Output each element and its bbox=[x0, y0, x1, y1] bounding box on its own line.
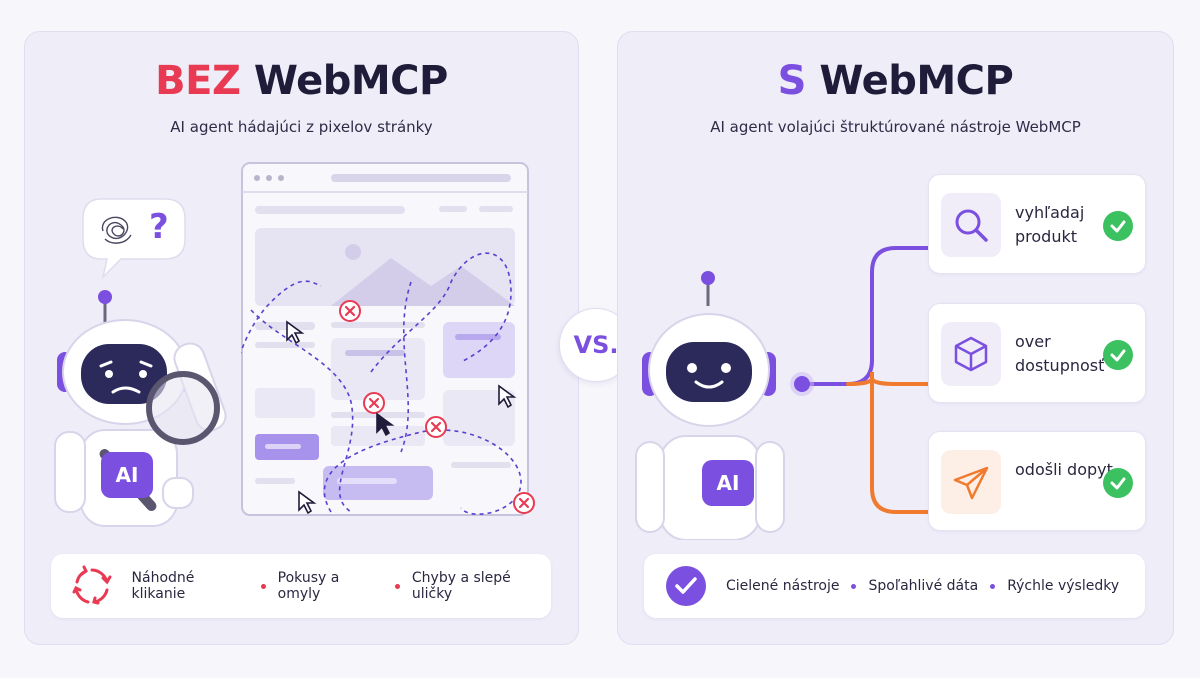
check-icon bbox=[1103, 340, 1133, 370]
error-x-icon bbox=[513, 492, 535, 514]
separator-dot bbox=[395, 583, 400, 589]
left-ai-badge: AI bbox=[101, 452, 153, 498]
mouse-cursor-icon bbox=[285, 320, 305, 346]
tool-card-search-product[interactable]: vyhľadaj produkt bbox=[928, 174, 1146, 274]
error-x-icon bbox=[363, 392, 385, 414]
left-title: BEZ WebMCP bbox=[25, 58, 578, 104]
separator-dot bbox=[990, 583, 996, 589]
footer-item-trial-error: Pokusy a omyly bbox=[277, 570, 340, 602]
with-webmcp-panel: S WebMCP AI agent volajúci štruktúrované… bbox=[617, 31, 1174, 645]
happy-robot: AI bbox=[634, 270, 814, 540]
question-mark-icon: ? bbox=[149, 207, 169, 247]
left-title-rest: WebMCP bbox=[240, 58, 448, 104]
confused-robot: AI bbox=[45, 282, 245, 542]
check-icon bbox=[1103, 211, 1133, 241]
footer-item-targeted-tools: Cielené nástroje bbox=[726, 578, 840, 594]
tool-connectors bbox=[788, 202, 938, 532]
browser-mockup bbox=[241, 162, 535, 518]
paper-plane-icon bbox=[941, 450, 1001, 514]
scribble-icon bbox=[95, 209, 139, 249]
thought-bubble: ? bbox=[81, 195, 193, 285]
mouse-cursor-icon bbox=[497, 384, 517, 410]
mouse-cursor-icon bbox=[375, 412, 395, 438]
tool-card-send-inquiry[interactable]: odošli dopyt bbox=[928, 431, 1146, 531]
right-ai-badge: AI bbox=[702, 460, 754, 506]
right-subtitle: AI agent volajúci štruktúrované nástroje… bbox=[710, 118, 1081, 136]
tool-label: vyhľadaj produkt bbox=[1015, 203, 1085, 246]
separator-dot bbox=[260, 583, 266, 589]
footer-item-fast-results: Rýchle výsledky bbox=[1007, 578, 1120, 594]
tool-card-check-availability[interactable]: over dostupnosť bbox=[928, 303, 1146, 403]
left-subtitle: AI agent hádajúci z pixelov stránky bbox=[170, 118, 433, 136]
left-title-highlight: BEZ bbox=[155, 58, 241, 104]
separator-dot bbox=[851, 583, 857, 589]
right-title-highlight: S bbox=[777, 58, 807, 104]
without-webmcp-panel: BEZ WebMCP AI agent hádajúci z pixelov s… bbox=[24, 31, 579, 645]
error-x-icon bbox=[339, 300, 361, 322]
cube-icon bbox=[941, 322, 1001, 386]
left-footer: Náhodné klikanie Pokusy a omyly Chyby a … bbox=[51, 554, 551, 618]
tool-label: odošli dopyt bbox=[1015, 460, 1113, 479]
mouse-cursor-icon bbox=[297, 490, 317, 516]
right-footer: Cielené nástroje Spoľahlivé dáta Rýchle … bbox=[644, 554, 1145, 618]
tool-label: over dostupnosť bbox=[1015, 332, 1105, 375]
search-icon bbox=[941, 193, 1001, 257]
cycle-arrows-icon bbox=[69, 562, 116, 610]
right-title: S WebMCP bbox=[618, 58, 1173, 104]
footer-item-reliable-data: Spoľahlivé dáta bbox=[868, 578, 979, 594]
check-icon bbox=[1103, 468, 1133, 498]
footer-item-errors-dead-ends: Chyby a slepé uličky bbox=[411, 570, 511, 602]
right-title-rest: WebMCP bbox=[805, 58, 1014, 104]
check-circle-icon bbox=[662, 562, 710, 610]
footer-item-random-clicking: Náhodné klikanie bbox=[131, 570, 195, 602]
error-x-icon bbox=[425, 416, 447, 438]
